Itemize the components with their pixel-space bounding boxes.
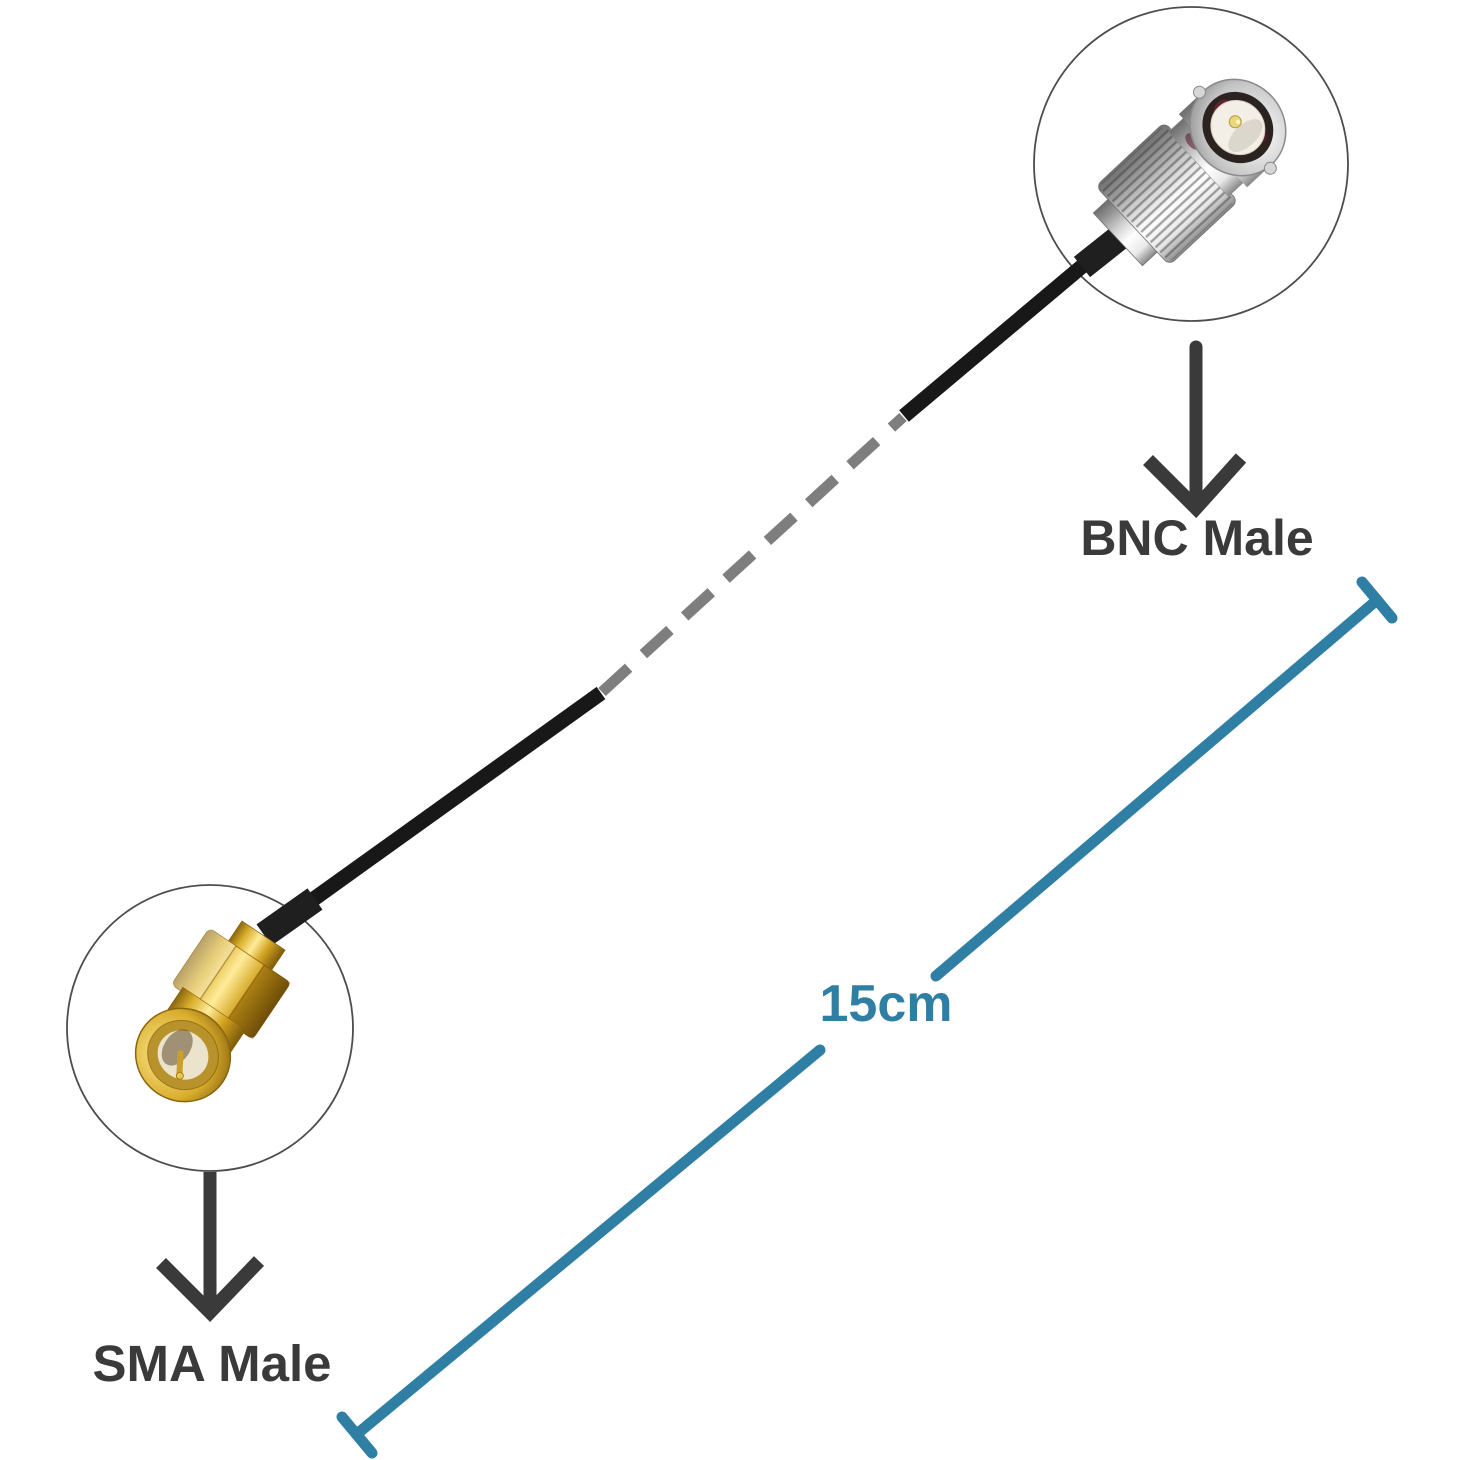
bnc-center-pin	[1228, 115, 1242, 129]
bnc-bayonet-lug-top	[1263, 161, 1277, 175]
bnc-arrow-head	[1143, 453, 1247, 519]
sma-down-arrow-icon	[156, 1172, 265, 1322]
measure-line-lower-segment	[351, 1044, 826, 1440]
bnc-down-arrow-icon	[1143, 340, 1247, 519]
bnc-dielectric-shading	[1228, 119, 1263, 153]
sma-pin-tip	[175, 1071, 184, 1080]
cable-lower-strain-relief	[256, 888, 323, 946]
sma-connector-label: SMA Male	[92, 1335, 332, 1392]
sma-magnifier-circle	[66, 884, 354, 1172]
bnc-bayonet-lug-bottom	[1192, 85, 1206, 99]
bnc-connector-label: BNC Male	[1080, 510, 1314, 566]
cable-lower-run	[306, 686, 606, 908]
measure-line-top-tick	[1356, 576, 1398, 624]
coax-cable-with-dashed-break-icon	[256, 221, 1135, 946]
cable-hidden-middle-section	[598, 412, 907, 697]
sma-hex-facet-highlight	[171, 928, 237, 1003]
bnc-knurl-ridges	[1101, 127, 1233, 260]
sma-male-connector-icon	[134, 920, 291, 1103]
sma-hex-facet-edge-bottom	[225, 964, 265, 1022]
sma-hex-facet-shadow	[226, 965, 291, 1040]
bnc-magnifier-circle	[1033, 6, 1349, 322]
measure-line-with-end-ticks-icon	[336, 576, 1398, 1459]
sma-arrow-head	[156, 1256, 265, 1322]
cable-upper-run	[899, 257, 1091, 422]
sma-hex-facet-edge-top	[197, 945, 237, 1003]
measure-line-bottom-tick	[336, 1411, 378, 1459]
sma-bore-shadow	[161, 1029, 193, 1066]
bnc-male-connector-icon	[1092, 78, 1287, 267]
cable-length-label: 15cm	[819, 975, 953, 1033]
bnc-pin-glint	[1236, 119, 1241, 124]
measure-line-upper-segment	[930, 594, 1383, 982]
